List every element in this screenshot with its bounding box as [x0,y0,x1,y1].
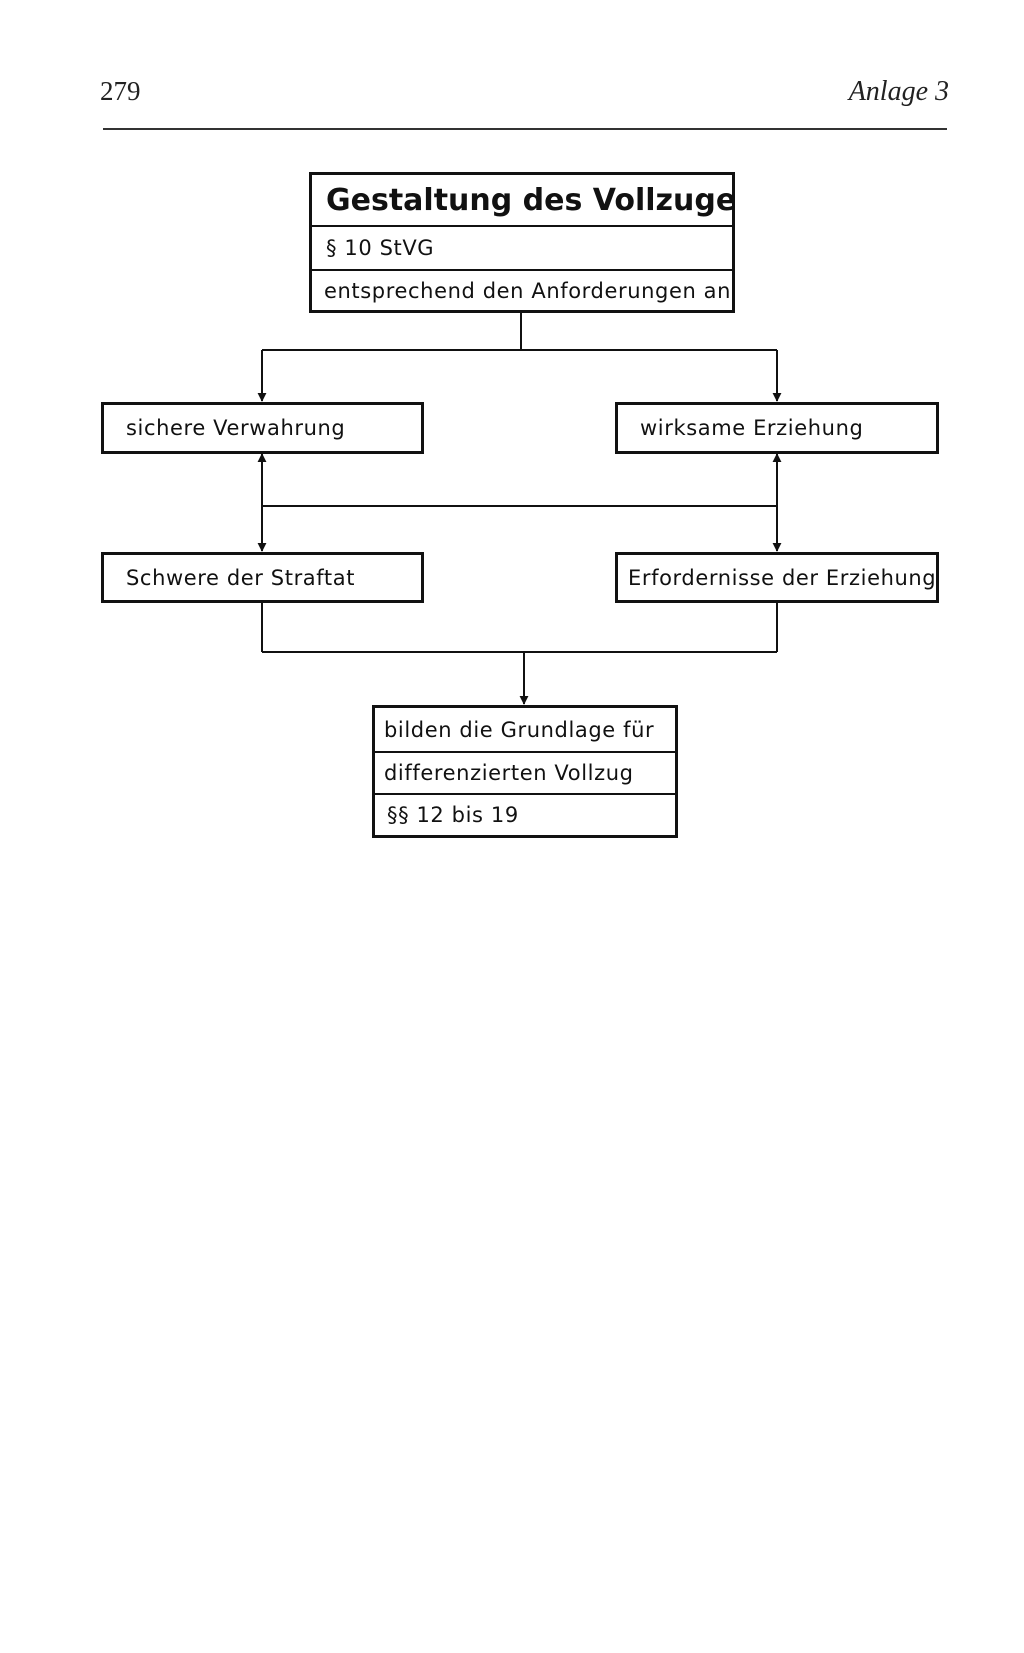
left-upper-label: sichere Verwahrung [126,416,346,440]
header-rule [103,128,947,130]
bottom-box-line3: §§ 12 bis 19 [375,793,675,835]
bottom-box: bilden die Grundlage für differenzierten… [372,705,678,838]
top-box-reference: § 10 StVG [312,225,732,269]
left-lower-label: Schwere der Straftat [126,565,356,590]
bottom-box-line2: differenzierten Vollzug [375,751,675,793]
bottom-box-line1: bilden die Grundlage für [384,717,655,742]
top-box: Gestaltung des Vollzuges § 10 StVG entsp… [309,172,735,313]
right-lower-label: Erfordernisse der Erziehung [628,565,937,590]
left-upper-box: sichere Verwahrung [101,402,424,454]
page-header-title: Anlage 3 [848,76,949,107]
left-lower-box: Schwere der Straftat [101,552,424,603]
right-lower-box: Erfordernisse der Erziehung [615,552,939,603]
top-box-subtitle: entsprechend den Anforderungen an [312,269,732,310]
right-upper-label: wirksame Erziehung [640,416,864,440]
top-box-title: Gestaltung des Vollzuges [326,182,732,218]
right-upper-box: wirksame Erziehung [615,402,939,454]
page-number: 279 [100,76,141,106]
